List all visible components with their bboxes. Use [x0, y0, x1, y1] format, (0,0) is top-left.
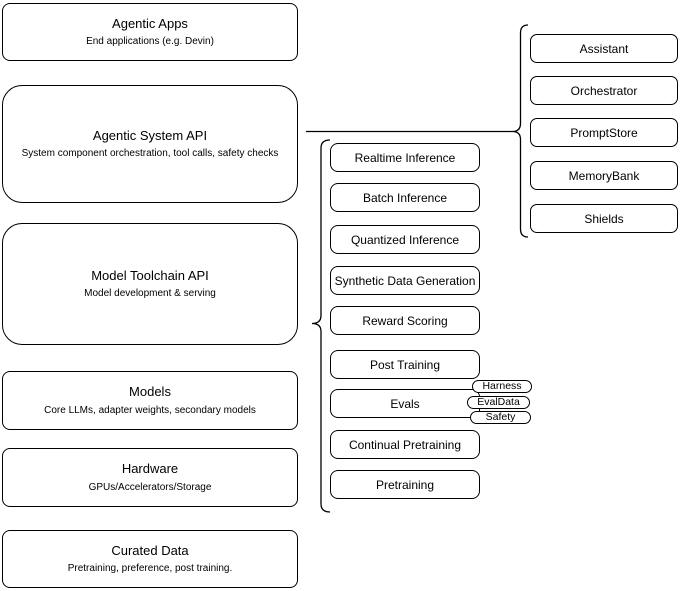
box-subtitle: System component orchestration, tool cal…: [21, 148, 279, 160]
box-label: Batch Inference: [362, 190, 448, 205]
box-agentic-apps: Agentic Apps End applications (e.g. Devi…: [2, 3, 298, 61]
box-model-toolchain-api: Model Toolchain API Model development & …: [2, 223, 298, 345]
box-batch-inference: Batch Inference: [330, 183, 480, 212]
box-label: Assistant: [579, 41, 629, 56]
box-pretraining: Pretraining: [330, 470, 480, 499]
box-realtime-inference: Realtime Inference: [330, 143, 480, 172]
box-label: Continual Pretraining: [348, 437, 462, 452]
box-label: MemoryBank: [568, 168, 640, 183]
box-subtitle: Pretraining, preference, post training.: [67, 563, 233, 575]
box-label: Reward Scoring: [362, 313, 448, 328]
box-reward-scoring: Reward Scoring: [330, 306, 480, 335]
box-title: Hardware: [121, 461, 179, 477]
box-evals: Evals: [330, 389, 480, 418]
box-title: Models: [129, 384, 171, 400]
tag-label: Safety: [485, 411, 516, 424]
box-assistant: Assistant: [530, 34, 678, 63]
tag-safety: Safety: [470, 411, 531, 424]
box-title: Agentic System API: [92, 127, 208, 143]
tag-harness: Harness: [472, 380, 532, 393]
box-memorybank: MemoryBank: [530, 161, 678, 190]
box-label: Realtime Inference: [354, 150, 456, 165]
brace-toolchain: [311, 139, 331, 513]
brace-system-components: [512, 24, 529, 238]
box-continual-pretraining: Continual Pretraining: [330, 430, 480, 459]
box-label: Post Training: [369, 357, 441, 372]
box-post-training: Post Training: [330, 350, 480, 379]
box-subtitle: Core LLMs, adapter weights, secondary mo…: [44, 404, 256, 416]
box-synthetic-data-generation: Synthetic Data Generation: [330, 266, 480, 295]
box-quantized-inference: Quantized Inference: [330, 225, 480, 254]
box-label: Synthetic Data Generation: [334, 273, 476, 288]
box-hardware: Hardware GPUs/Accelerators/Storage: [2, 448, 298, 507]
box-promptstore: PromptStore: [530, 118, 678, 147]
box-title: Curated Data: [111, 542, 189, 558]
tag-label: EvalData: [477, 396, 520, 409]
box-label: Quantized Inference: [350, 232, 460, 247]
box-label: Orchestrator: [570, 83, 638, 98]
box-subtitle: Model development & serving: [84, 288, 216, 300]
box-title: Model Toolchain API: [91, 267, 209, 283]
box-agentic-system-api: Agentic System API System component orch…: [2, 85, 298, 203]
tag-evaldata: EvalData: [467, 396, 530, 409]
box-subtitle: GPUs/Accelerators/Storage: [88, 481, 212, 493]
box-label: PromptStore: [570, 125, 638, 140]
box-subtitle: End applications (e.g. Devin): [86, 36, 214, 48]
box-shields: Shields: [530, 204, 678, 233]
box-label: Shields: [584, 211, 624, 226]
box-models: Models Core LLMs, adapter weights, secon…: [2, 371, 298, 430]
box-orchestrator: Orchestrator: [530, 76, 678, 105]
box-title: Agentic Apps: [112, 15, 188, 31]
box-curated-data: Curated Data Pretraining, preference, po…: [2, 530, 298, 588]
tag-label: Harness: [482, 380, 522, 393]
box-label: Pretraining: [375, 477, 435, 492]
box-label: Evals: [390, 396, 420, 411]
